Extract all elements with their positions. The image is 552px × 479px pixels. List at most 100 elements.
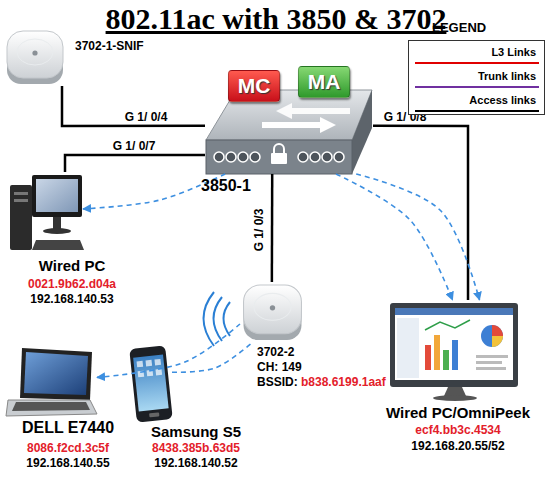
access-point-icon [7,31,63,84]
switch-icon [334,152,344,162]
laptop-icon [6,400,97,416]
wireless-waves [204,292,215,346]
wireless-waves [224,302,231,336]
analyzer-monitor-icon [390,303,518,387]
analyzer-monitor-icon [492,336,503,347]
switch-icon [271,153,287,164]
analyzer-monitor-icon [444,387,466,396]
agent-badge: MA [298,66,350,98]
laptop-icon [20,348,92,400]
analyzer-monitor-icon [443,350,449,370]
smartphone-icon [149,412,159,417]
wireless-waves [204,292,231,346]
wired-pc: Wired PC0021.9b62.d04a192.168.140.53 [8,172,83,254]
switch-icon [206,140,352,174]
wired-pc-icon [32,240,84,250]
controller-badge: MC [228,70,280,102]
legend-line-sample [415,62,539,64]
mac-address: ecf4.bb3c.4534 [415,424,500,436]
access-link [62,86,205,126]
legend-line-sample [415,110,539,112]
smartphone-icon [146,360,153,367]
wired-pc-icon [14,199,28,202]
analyzer-monitor-icon [425,345,431,370]
analyzer-monitor-icon [476,361,502,364]
analyzer-monitor-icon [395,308,513,380]
node-name: 3850-1 [201,178,251,194]
node-detail: BSSID: [257,376,298,388]
smartphone-icon [154,359,161,366]
analyzer-monitor-icon [434,335,440,370]
switch-icon [276,103,350,119]
traffic-flow-arrow [336,174,452,300]
wired-pc-icon [10,175,84,250]
switch-icon [310,152,320,162]
analyzer-monitor-icon [433,395,477,401]
wired-pc-icon [32,175,82,217]
switch-icon [262,117,336,133]
mac-address: b838.6199.1aaf [301,376,386,388]
access-point: 3702-2CH: 149BSSID:b838.6199.1aaf [240,282,305,342]
node-detail: 192.168.140.55 [26,457,109,469]
access-link [373,126,468,300]
node-name: Wired PC [39,258,106,273]
node-detail: CH: 149 [257,361,302,373]
access-point-icon [7,31,63,84]
legend-box: L3 LinksTrunk linksAccess links [408,40,545,115]
node-detail: 192.168.140.52 [154,457,237,469]
laptop-icon [6,348,97,416]
access-link [65,155,205,172]
switch: MCMA3850-1 [205,62,373,174]
analyzer-pc: Wired PC/OmniPeekecf4.bb3c.4534192.168.2… [385,300,520,400]
wireless-waves [214,297,223,341]
analyzer-monitor-icon [492,325,503,336]
traffic-flow-arrow [172,342,253,372]
analyzer-monitor-icon [476,367,506,370]
node-detail: 3702-2 [257,346,294,358]
smartphone-icon [129,345,173,422]
legend-row: Access links [409,91,544,115]
legend-line-sample [415,61,539,65]
switch-icon [238,152,248,162]
access-point-icon [244,285,302,340]
laptop-icon [24,352,88,395]
smartphone-icon [133,355,168,412]
wired-pc-icon [43,228,71,234]
legend-line-sample [415,86,539,88]
switch-icon [298,152,308,162]
switch-icon [274,144,284,153]
analyzer-monitor-icon [425,320,470,330]
switch-icon [250,152,260,162]
traffic-flow-arrow [356,174,479,300]
port-label: G 1/ 0/3 [253,209,265,252]
analyzer-monitor-icon [481,325,503,347]
legend-line-sample [415,85,539,89]
legend-text: Trunk links [478,71,536,82]
mac-address: 8086.f2cd.3c5f [27,442,109,454]
legend-text: Access links [469,95,536,106]
laptop: DELL E74408086.f2cd.3c5f192.168.140.55 [5,345,97,417]
access-point: 3702-1-SNIF [5,28,65,86]
node-name: Samsung S5 [151,424,241,439]
access-link [271,174,274,282]
analyzer-monitor-icon [395,308,513,315]
legend-text: L3 Links [491,47,536,58]
port-label: G 1/ 0/7 [113,140,156,152]
mac-address: 8438.385b.63d5 [152,442,240,454]
node-name: 3702-1-SNIF [75,40,144,52]
node-name: MA [299,67,349,97]
legend-line-sample [415,109,539,113]
wired-pc-icon [36,179,78,212]
port-label: G 1/ 0/4 [125,111,168,123]
wired-pc-icon [10,185,32,250]
legend-row: Trunk links [409,67,544,91]
wired-pc-icon [53,217,61,229]
laptop-icon [12,402,90,411]
node-name: MC [229,71,279,101]
smartphone-icon [137,361,144,368]
analyzer-monitor-icon [476,355,508,358]
analyzer-monitor-icon [397,318,419,378]
switch-icon [226,152,236,162]
node-detail: 192.168.20.55/52 [411,440,504,452]
